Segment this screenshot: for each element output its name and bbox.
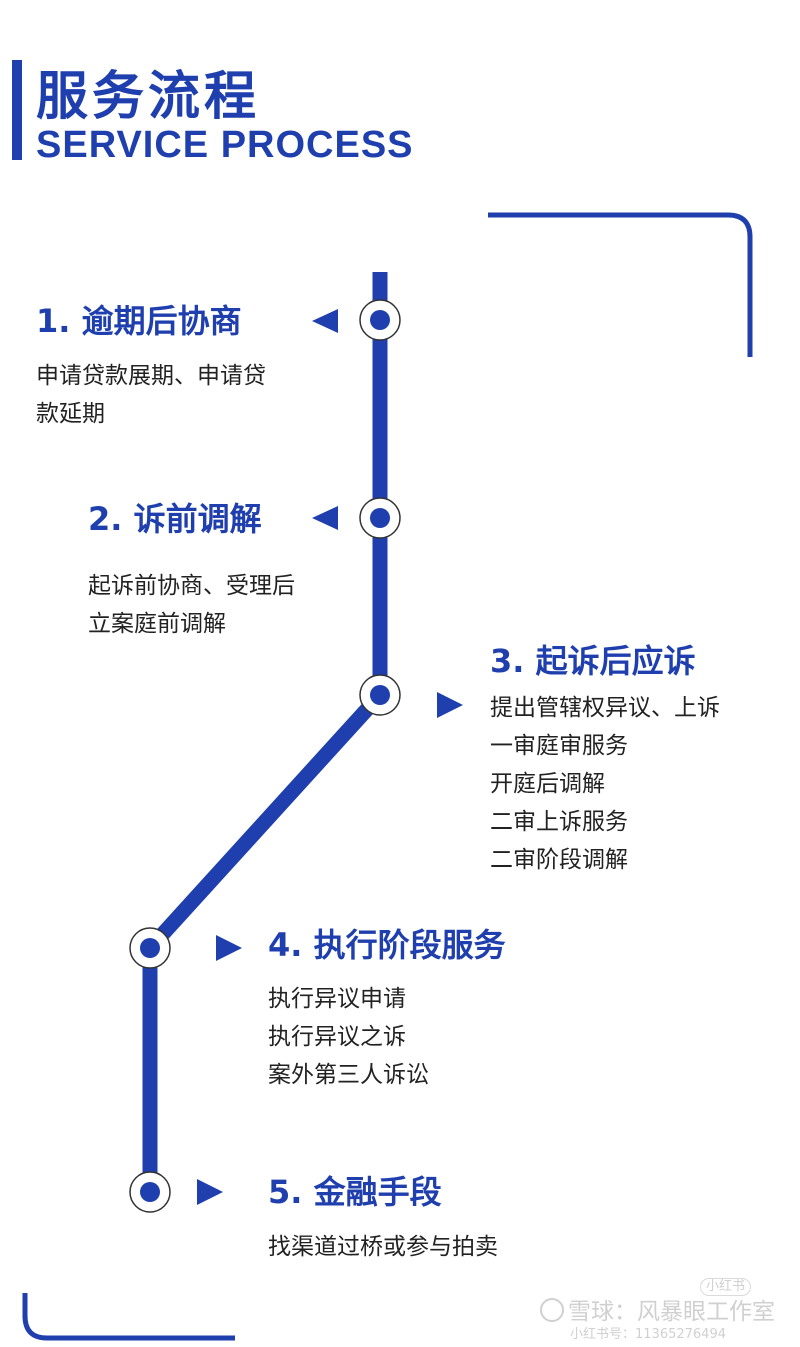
step-4-desc: 执行异议申请 执行异议之诉 案外第三人诉讼 (268, 980, 429, 1094)
step-5-title: 5. 金融手段 (268, 1173, 442, 1211)
desc-line: 执行异议之诉 (268, 1024, 406, 1050)
watermark-sub: 小红书号：11365276494 (570, 1327, 726, 1342)
step-5-desc: 找渠道过桥或参与拍卖 (268, 1228, 498, 1266)
step-node-dot (140, 938, 160, 958)
snowball-logo-icon (540, 1298, 564, 1322)
top-right-bracket (488, 212, 753, 357)
step-1-title: 1. 逾期后协商 (36, 302, 242, 340)
step-4-title: 4. 执行阶段服务 (268, 926, 506, 964)
step-node-dot (370, 310, 390, 330)
step-node-dot (370, 685, 390, 705)
desc-line: 二审上诉服务 (490, 809, 628, 835)
step-3-title: 3. 起诉后应诉 (490, 642, 696, 680)
desc-line: 起诉前协商、受理后 (88, 573, 295, 599)
watermark-main: 雪球：风暴眼工作室 (540, 1298, 775, 1325)
desc-line: 款延期 (36, 401, 105, 427)
desc-line: 申请贷款展期、申请贷 (36, 363, 266, 389)
desc-line: 二审阶段调解 (490, 847, 628, 873)
desc-line: 开庭后调解 (490, 771, 605, 797)
desc-line: 执行异议申请 (268, 986, 406, 1012)
desc-line: 立案庭前调解 (88, 611, 226, 637)
desc-line: 一审庭审服务 (490, 733, 628, 759)
desc-line: 提出管辖权异议、上诉 (490, 695, 720, 721)
title-accent-bar (12, 60, 22, 160)
step-node-dot (140, 1182, 160, 1202)
watermark-main-text: 雪球：风暴眼工作室 (568, 1299, 775, 1325)
step-node-dot (370, 508, 390, 528)
desc-line: 案外第三人诉讼 (268, 1062, 429, 1088)
arrow-right-icon (216, 935, 242, 961)
page-title: 服务流程 (36, 67, 261, 127)
step-3-desc: 提出管辖权异议、上诉 一审庭审服务 开庭后调解 二审上诉服务 二审阶段调解 (490, 689, 720, 879)
watermark-badge: 小红书 (700, 1278, 752, 1296)
arrow-right-icon (197, 1179, 223, 1205)
timeline-line (142, 272, 388, 1192)
step-2-title: 2. 诉前调解 (88, 500, 262, 538)
desc-line: 找渠道过桥或参与拍卖 (268, 1234, 498, 1260)
page-subtitle: SERVICE PROCESS (36, 124, 414, 166)
arrow-right-icon (437, 692, 463, 718)
arrow-left-icon (312, 309, 338, 333)
step-2-desc: 起诉前协商、受理后 立案庭前调解 (88, 567, 295, 643)
step-1-desc: 申请贷款展期、申请贷 款延期 (36, 357, 266, 433)
arrow-left-icon (312, 506, 338, 530)
bottom-left-bracket (22, 1293, 235, 1341)
